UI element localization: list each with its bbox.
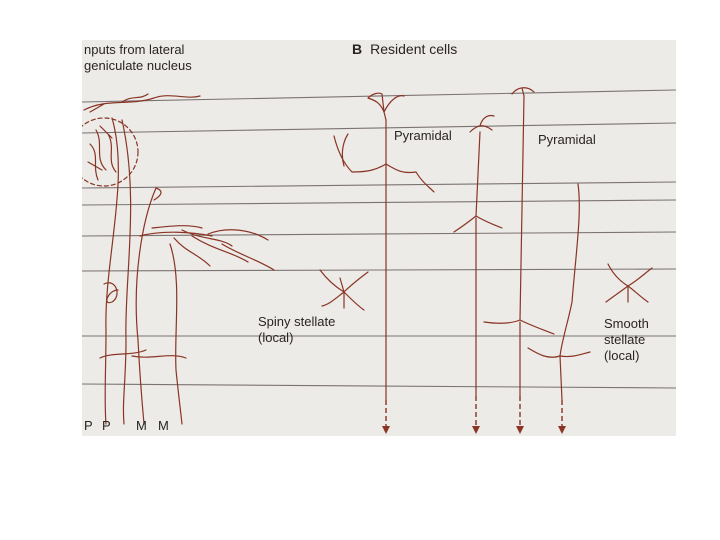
pyramidal-3-apical-tuft <box>512 88 534 96</box>
pyramidal-1-apical-tuft <box>368 93 404 120</box>
axon-label-p2: P <box>102 418 111 433</box>
afferent-arbor-iv <box>140 226 274 270</box>
panel-b-title: Resident cells <box>370 41 457 57</box>
axon-label-m2: M <box>158 418 169 433</box>
layer-line <box>82 200 676 205</box>
afferent-axon-m1 <box>136 188 161 424</box>
output-arrow-head-3 <box>516 426 524 434</box>
panel-a-title-line-2: geniculate nucleus <box>84 58 192 73</box>
afferent-arbor-top <box>84 94 200 112</box>
pyramidal-cell-4 <box>528 184 590 400</box>
pyramidal-3-apical-dendrite <box>520 96 524 320</box>
pyramidal-2-apical-tuft <box>470 115 494 132</box>
afferent-arbor-deep <box>100 283 186 358</box>
neuron-drawing <box>82 40 676 436</box>
pyramidal-label-1: Pyramidal <box>394 128 452 143</box>
pyramidal-4-axon <box>560 356 562 400</box>
panel-b-header: B Resident cells <box>352 42 457 57</box>
smooth-stellate-label-line-1: Smooth <box>604 316 649 331</box>
layer-line <box>82 269 676 271</box>
spiny-stellate-label-line-2: (local) <box>258 330 293 345</box>
spiny-stellate-label-line-1: Spiny stellate <box>258 314 335 329</box>
panel-a-title-line-1: nputs from lateral <box>84 42 184 57</box>
afferent-arbor-cluster <box>88 126 116 180</box>
pyramidal-2-apical-dendrite <box>476 132 480 216</box>
afferent-axon-p2 <box>122 120 131 424</box>
smooth-stellate-label-line-2: stellate <box>604 332 645 347</box>
spiny-stellate-cell <box>320 270 368 310</box>
pyramidal-cell-2 <box>454 115 502 396</box>
axon-label-m1: M <box>136 418 147 433</box>
output-arrow-head-1 <box>382 426 390 434</box>
pyramidal-label-2: Pyramidal <box>538 132 596 147</box>
pyramidal-4-basal-dendrites <box>528 348 590 357</box>
output-arrow-head-4 <box>558 426 566 434</box>
lgn-afferents <box>82 94 274 424</box>
axon-label-p1: P <box>84 418 93 433</box>
pyramidal-4-apical-dendrite <box>560 184 579 356</box>
panel-b-letter: B <box>352 41 362 57</box>
smooth-stellate-label-line-3: (local) <box>604 348 639 363</box>
pyramidal-2-basal-dendrites <box>454 216 502 232</box>
output-arrow-head-2 <box>472 426 480 434</box>
layer-line <box>82 384 676 388</box>
output-arrows <box>382 396 566 434</box>
pyramidal-3-basal-dendrites <box>484 320 554 334</box>
layer-line <box>82 182 676 188</box>
